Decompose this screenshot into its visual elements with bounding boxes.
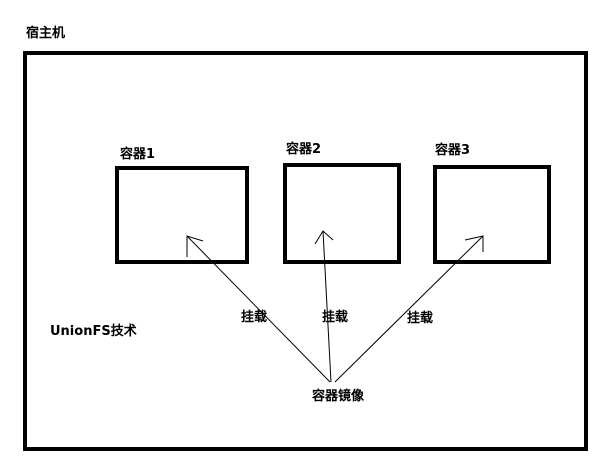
host-machine-box (23, 51, 588, 451)
container-1-label: 容器1 (120, 147, 156, 162)
mount-label-1: 挂载 (241, 310, 268, 325)
unionfs-label: UnionFS技术 (50, 324, 137, 339)
container-3-label: 容器3 (435, 143, 471, 158)
host-label: 宿主机 (26, 26, 66, 41)
mount-label-2: 挂载 (322, 310, 349, 325)
container-3-box (433, 165, 551, 264)
container-1-box (115, 166, 249, 264)
container-2-box (283, 163, 401, 264)
container-2-label: 容器2 (286, 142, 322, 157)
mount-label-3: 挂载 (407, 311, 434, 326)
container-image-label: 容器镜像 (312, 389, 365, 404)
